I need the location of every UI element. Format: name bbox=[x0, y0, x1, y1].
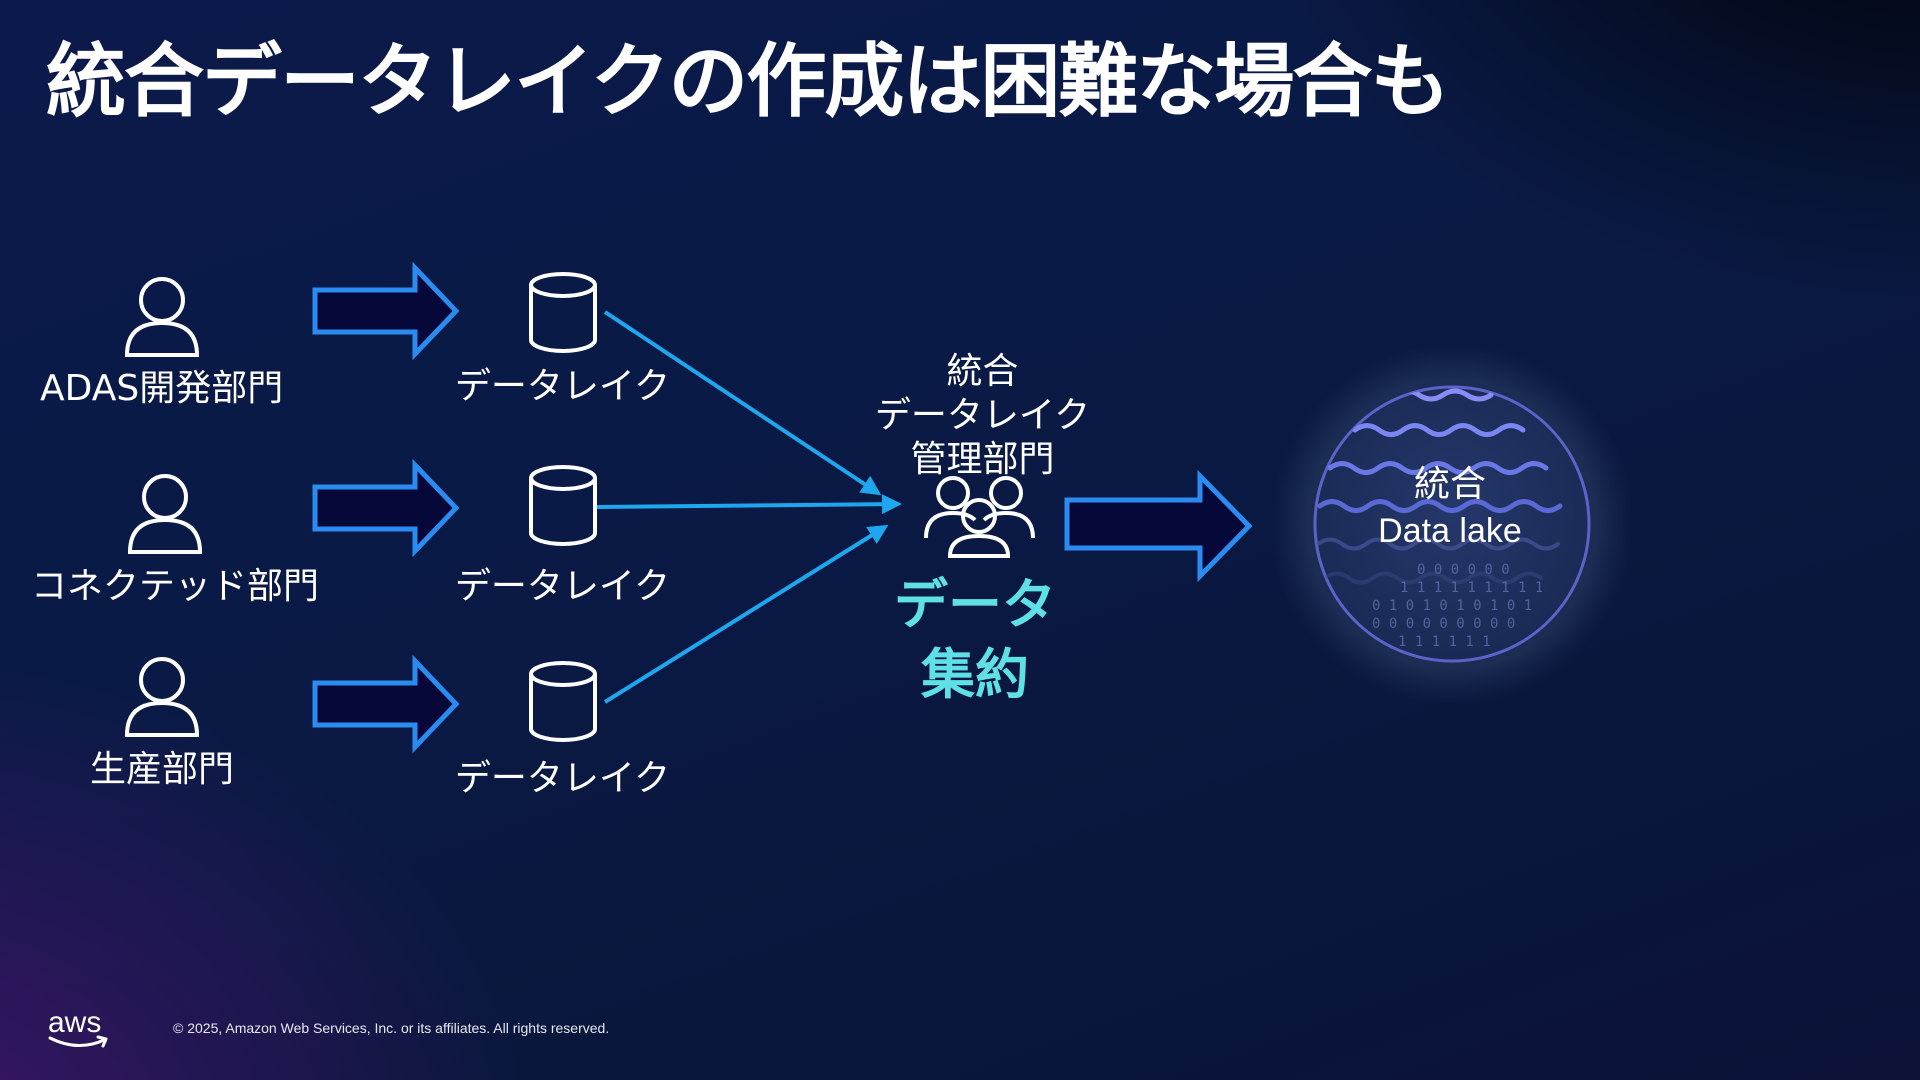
connector-arrow-1 bbox=[603, 310, 882, 496]
data-lake-label-3: データレイク bbox=[454, 758, 671, 799]
copyright-text: © 2025, Amazon Web Services, Inc. or its… bbox=[173, 1020, 610, 1036]
aws-smile-icon bbox=[48, 1035, 108, 1048]
slide-title: 統合データレイクの作成は困難な場合も bbox=[46, 35, 1450, 128]
connector-arrow-3 bbox=[603, 524, 889, 704]
user-icon bbox=[139, 277, 185, 323]
integrated-lake-label: 統合 Data lake bbox=[1345, 462, 1555, 554]
department-icon-production bbox=[124, 657, 200, 737]
department-icon-adas bbox=[124, 277, 200, 357]
hub-label-line: データレイク bbox=[874, 395, 1091, 436]
department-icon-connected bbox=[127, 474, 203, 554]
department-label-connected: コネクテッド部門 bbox=[30, 566, 319, 607]
aggregation-line: 集約 bbox=[921, 643, 1029, 706]
aws-logo: aws bbox=[48, 1006, 102, 1039]
block-arrow-3 bbox=[312, 654, 460, 754]
department-label-adas: ADAS開発部門 bbox=[40, 368, 284, 409]
user-icon bbox=[142, 474, 188, 520]
user-icon-body bbox=[127, 517, 203, 554]
integrated-lake-label-line1: 統合 bbox=[1413, 464, 1486, 505]
block-arrow-2 bbox=[312, 458, 460, 558]
data-lake-label-1: データレイク bbox=[454, 366, 671, 407]
hub-label-line: 統合 bbox=[946, 351, 1019, 392]
database-icon-2 bbox=[529, 465, 597, 546]
data-aggregation-label: データ 集約 bbox=[855, 570, 1095, 710]
integrated-lake-label-line2: Data lake bbox=[1378, 512, 1522, 550]
binary-row: 0 1 0 1 0 1 0 1 0 1 bbox=[1372, 598, 1532, 614]
user-icon bbox=[139, 657, 185, 703]
connector-arrow-2 bbox=[596, 494, 902, 515]
user-icon-body bbox=[124, 320, 200, 357]
binary-row: 1 1 1 1 1 1 bbox=[1398, 634, 1491, 650]
binary-row: 0 0 0 0 0 0 bbox=[1417, 562, 1510, 578]
users-group-icon bbox=[924, 476, 1035, 558]
binary-row: 1 1 1 1 1 1 1 1 1 bbox=[1400, 580, 1543, 596]
data-lake-label-2: データレイク bbox=[454, 566, 671, 607]
database-icon-1 bbox=[529, 272, 597, 353]
block-arrow-1 bbox=[312, 261, 460, 361]
block-arrow-to-lake bbox=[1064, 469, 1253, 583]
user-icon-body bbox=[124, 700, 200, 737]
aggregation-line: データ bbox=[894, 573, 1056, 636]
integrated-data-lake-icon: 0 0 0 0 0 0 1 1 1 1 1 1 1 1 1 0 1 0 1 0 … bbox=[1270, 342, 1634, 706]
hub-department-label: 統合 データレイク 管理部門 bbox=[840, 350, 1125, 482]
database-icon-3 bbox=[529, 661, 597, 742]
binary-row: 0 0 0 0 0 0 0 0 0 bbox=[1372, 616, 1515, 632]
hub-label-line: 管理部門 bbox=[910, 439, 1055, 480]
department-label-production: 生産部門 bbox=[89, 749, 234, 790]
